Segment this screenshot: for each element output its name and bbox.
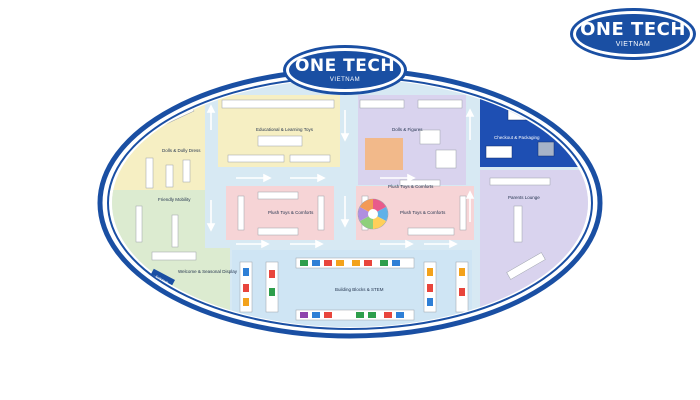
logo-brand-text: ONE TECH (294, 55, 396, 76)
logo-sub-text: VIETNAM (329, 76, 361, 83)
label-plush-center: Plush Toys & Comforts (400, 210, 446, 215)
label-educational: Educational & Learning Toys (256, 127, 314, 132)
logo-sub-text: VIETNAM (615, 40, 651, 48)
label-welcome: Welcome & Seasonal Display (178, 269, 238, 274)
label-dolls-figures: Dolls & Figures (392, 127, 423, 132)
logo-center: ONE TECH VIETNAM (283, 45, 407, 95)
label-plush-left: Plush Toys & Comforts (268, 210, 314, 215)
label-plush-top: Plush Toys & Comforts (388, 184, 434, 189)
floor-area (112, 80, 588, 327)
logo-brand-text: ONE TECH (580, 18, 686, 40)
label-entrance: Entrance (155, 275, 169, 285)
logo-top-right: ONE TECH VIETNAM (570, 8, 696, 60)
label-checkout: Checkout & Packaging (494, 135, 540, 140)
zone-play-table (365, 138, 403, 170)
entrance-marker (150, 268, 176, 286)
label-parents-lounge: Parents Lounge (508, 195, 540, 200)
label-dolls-dress: Dolls & Dolly Dress (162, 148, 201, 153)
walkway-arrows (206, 104, 475, 249)
zone-friendly-mobility (112, 190, 205, 248)
label-friendly-mobility: Friendly Mobility (158, 197, 191, 202)
label-building: Building Blocks & STEM (335, 287, 384, 292)
